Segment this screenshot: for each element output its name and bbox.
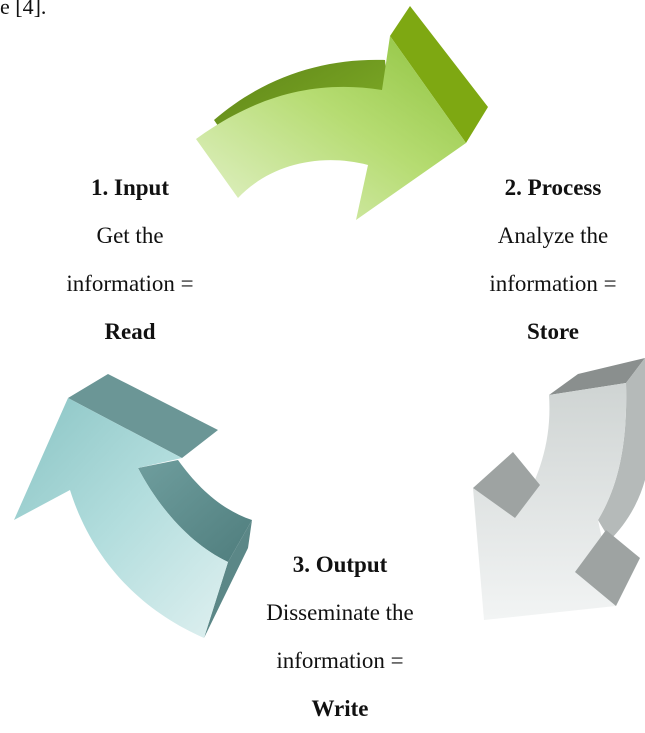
stage-input-line2: information = [66,271,194,296]
stage-process-line1: Analyze the [497,223,609,248]
arrow-output-to-input [14,374,252,638]
arrow-grey-notch-right [575,530,640,606]
stage-process: 2. Process Analyze the information = Sto… [453,164,645,356]
arrow-green-head-side [390,6,488,143]
stage-output-line2: information = [276,648,404,673]
stage-input-title: 1. Input [91,175,169,200]
stage-input-keyword: Read [104,319,156,344]
arrow-teal-side [204,520,252,638]
stage-output: 3. Output Disseminate the information = … [240,541,440,733]
stage-output-line1: Disseminate the [266,600,414,625]
stage-output-keyword: Write [311,696,369,721]
arrow-grey-notch-left [473,452,540,518]
arrow-green-face [196,36,466,220]
stage-output-title: 3. Output [292,552,388,577]
arrow-teal-face [14,398,228,638]
arrow-grey-top [549,358,645,395]
stage-process-line2: information = [489,271,617,296]
stage-process-title: 2. Process [504,175,602,200]
arrow-teal-inner [138,460,252,562]
page-fragment-text: e [4]. [0,0,47,19]
stage-input-line1: Get the [96,223,164,248]
stage-process-keyword: Store [527,319,579,344]
stage-input: 1. Input Get the information = Read [30,164,230,356]
arrow-teal-top [68,374,218,458]
arrow-input-to-process [196,6,488,220]
arrow-grey-side [598,358,645,540]
arrow-process-to-output [473,358,645,620]
